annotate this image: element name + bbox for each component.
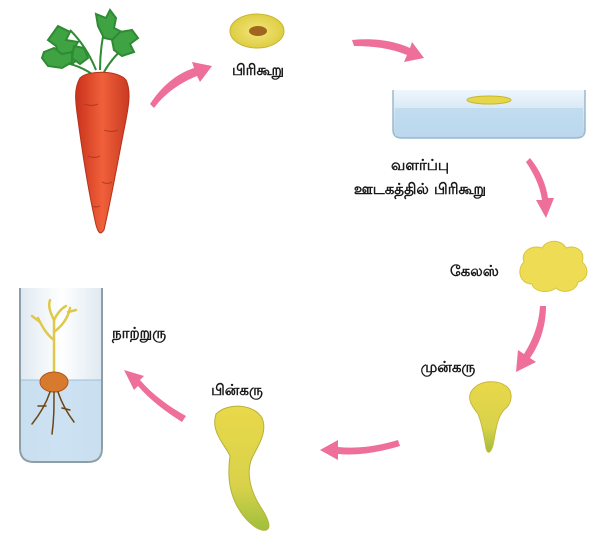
embryo-label: பின்கரு bbox=[211, 381, 263, 400]
callus-label: கேலஸ் bbox=[450, 262, 499, 280]
carrot-leaves bbox=[42, 10, 138, 74]
carrot-illustration bbox=[42, 10, 138, 233]
explant-label: பிரிகூறு bbox=[232, 61, 284, 80]
proembryo bbox=[470, 382, 511, 452]
arrow-callus-to-proembryo bbox=[516, 306, 546, 372]
arrow-proembryo-to-embryo bbox=[320, 440, 400, 460]
explant-slice bbox=[230, 14, 284, 48]
arrow-carrot-to-explant bbox=[150, 62, 212, 108]
plantlet-label: நாற்றுரு bbox=[111, 324, 166, 343]
arrow-embryo-to-plantlet bbox=[124, 370, 186, 422]
culture-label-line1: வளர்ப்பு bbox=[391, 156, 449, 174]
carrot-root bbox=[76, 72, 129, 233]
culture-dish bbox=[393, 90, 585, 138]
embryo bbox=[215, 406, 269, 530]
arrow-dish-to-callus bbox=[526, 158, 554, 218]
culture-label-line2: ஊடகத்தில் பிரிகூறு bbox=[354, 180, 486, 199]
arrow-explant-to-dish bbox=[352, 39, 424, 62]
proembryo-label: முன்கரு bbox=[421, 358, 476, 377]
callus-mass bbox=[520, 241, 587, 291]
